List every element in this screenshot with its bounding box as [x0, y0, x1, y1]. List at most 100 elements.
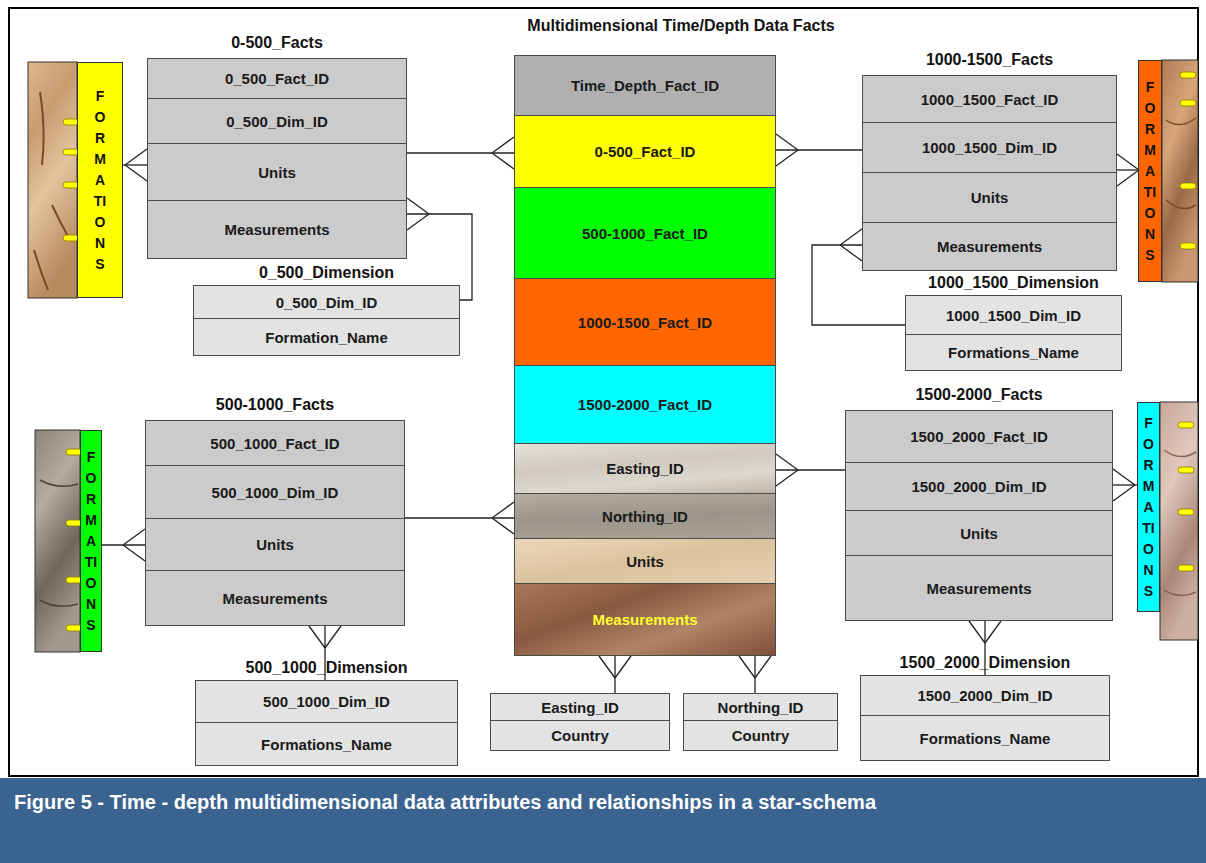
rock-streak	[40, 480, 78, 606]
tick-mark	[1178, 467, 1194, 473]
rock-streak	[1166, 118, 1196, 209]
table-heading: 0_500_Dimension	[153, 263, 500, 283]
field-name: 500_1000_Dim_ID	[212, 484, 339, 501]
table-cell: Formations_Name	[195, 722, 458, 766]
crows-foot	[985, 621, 1001, 643]
fact-table: 500-1000_Facts500_1000_Fact_ID500_1000_D…	[145, 420, 405, 625]
field-name: 500-1000_Fact_ID	[582, 225, 708, 242]
crows-foot	[840, 245, 862, 261]
table-heading: 500-1000_Facts	[105, 395, 445, 415]
table-field: Units	[514, 538, 776, 584]
formation-strip: FORMATIONS	[80, 430, 102, 652]
relationship-line	[1113, 469, 1137, 501]
connector-path	[407, 152, 514, 153]
table-cell: 1500_2000_Dim_ID	[860, 675, 1110, 716]
caption-bar: Figure 5 - Time - depth multidimensional…	[0, 778, 1206, 863]
field-name: Measurements	[224, 221, 329, 238]
table-cell: Country	[490, 720, 670, 751]
table-cell: Formations_Name	[860, 715, 1110, 761]
field-name: Easting_ID	[606, 460, 684, 477]
crows-foot	[309, 626, 325, 648]
dimension-table: 500_1000_Dimension500_1000_Dim_IDFormati…	[195, 680, 458, 766]
crows-foot	[840, 229, 862, 245]
table-cell: 1000_1500_Dim_ID	[905, 295, 1122, 335]
crows-foot	[969, 621, 985, 643]
crows-foot	[776, 470, 798, 486]
relationship-line	[776, 454, 845, 486]
field-name: 1000-1500_Fact_ID	[578, 314, 712, 331]
table-heading: 500_1000_Dimension	[155, 658, 498, 678]
formation-strip: FORMATIONS	[1137, 402, 1160, 612]
connector-path	[1117, 169, 1138, 170]
field-name: Formations_Name	[948, 344, 1079, 361]
table-field: Units	[145, 518, 405, 571]
table-field: 1000_1500_Dim_ID	[862, 122, 1117, 173]
table-field: 500-1000_Fact_ID	[514, 187, 776, 279]
crows-foot	[739, 656, 755, 678]
crows-foot	[1117, 154, 1139, 170]
formation-ticks	[63, 72, 1196, 631]
dimension-table: 0_500_Dimension0_500_Dim_IDFormation_Nam…	[193, 285, 460, 356]
tick-mark	[1178, 509, 1194, 515]
dimension-table: 1000_1500_Dimension1000_1500_Dim_IDForma…	[905, 295, 1122, 371]
field-name: 1500_2000_Dim_ID	[911, 478, 1046, 495]
connector-path	[614, 656, 615, 693]
relationship-line	[1117, 154, 1139, 186]
table-field: 0_500_Fact_ID	[147, 58, 407, 99]
table-cell: Formations_Name	[905, 334, 1122, 371]
table-field: Easting_ID	[514, 443, 776, 494]
rock-texture	[1162, 60, 1198, 282]
connector-path	[405, 517, 514, 518]
field-name: 1500_2000_Dim_ID	[917, 687, 1052, 704]
field-name: 1000_1500_Dim_ID	[946, 307, 1081, 324]
fact-table: 0-500_Facts0_500_Fact_ID0_500_Dim_IDUnit…	[147, 58, 407, 258]
field-name: Measurements	[926, 580, 1031, 597]
rock-streak	[1164, 450, 1196, 596]
tick-mark	[1178, 565, 1194, 571]
relationship-line	[407, 137, 514, 169]
crows-foot	[615, 656, 631, 678]
crows-foot	[407, 198, 429, 214]
field-name: 1500-2000_Fact_ID	[578, 396, 712, 413]
field-name: Northing_ID	[718, 699, 804, 716]
table-cell: Easting_ID	[490, 693, 670, 721]
table-heading: 0-500_Facts	[107, 33, 447, 53]
field-name: Country	[551, 727, 609, 744]
crows-foot	[492, 502, 514, 518]
field-name: Measurements	[222, 590, 327, 607]
crows-foot	[492, 518, 514, 534]
relationship-line	[405, 502, 514, 534]
crows-foot	[1117, 170, 1139, 186]
table-field: Measurements	[145, 570, 405, 626]
tick-mark	[1180, 72, 1196, 78]
rock-texture	[1160, 402, 1198, 640]
table-field: 1500_2000_Fact_ID	[845, 410, 1113, 463]
table-field: Time_Depth_Fact_ID	[514, 55, 776, 116]
field-name: Northing_ID	[602, 508, 688, 525]
table-heading: 1500-2000_Facts	[805, 385, 1153, 405]
field-name: 0_500_Dim_ID	[226, 113, 328, 130]
field-name: Measurements	[592, 611, 697, 628]
crows-foot	[776, 150, 798, 166]
table-cell: Country	[683, 720, 838, 751]
table-heading: 1500_2000_Dimension	[820, 653, 1150, 673]
field-name: Formations_Name	[920, 730, 1051, 747]
table-cell: Northing_ID	[683, 693, 838, 721]
crows-foot	[125, 165, 147, 181]
relationship-line	[739, 656, 771, 693]
dimension-table: 1500_2000_Dimension1500_2000_Dim_IDForma…	[860, 675, 1110, 761]
field-name: Time_Depth_Fact_ID	[571, 77, 719, 94]
table-field: 1000-1500_Fact_ID	[514, 278, 776, 366]
crows-foot	[755, 656, 771, 678]
field-name: Easting_ID	[541, 699, 619, 716]
formation-strip: FORMATIONS	[1138, 60, 1162, 282]
crows-foot	[1113, 469, 1135, 485]
field-name: 500_1000_Dim_ID	[263, 693, 390, 710]
table-field: 1500_2000_Dim_ID	[845, 462, 1113, 511]
field-name: 1500_2000_Fact_ID	[910, 428, 1048, 445]
relationship-line	[123, 149, 147, 181]
fact-table: 1500-2000_Facts1500_2000_Fact_ID1500_200…	[845, 410, 1113, 620]
field-name: 1000_1500_Fact_ID	[921, 91, 1059, 108]
crows-foot	[492, 153, 514, 169]
table-field: 0_500_Dim_ID	[147, 98, 407, 144]
